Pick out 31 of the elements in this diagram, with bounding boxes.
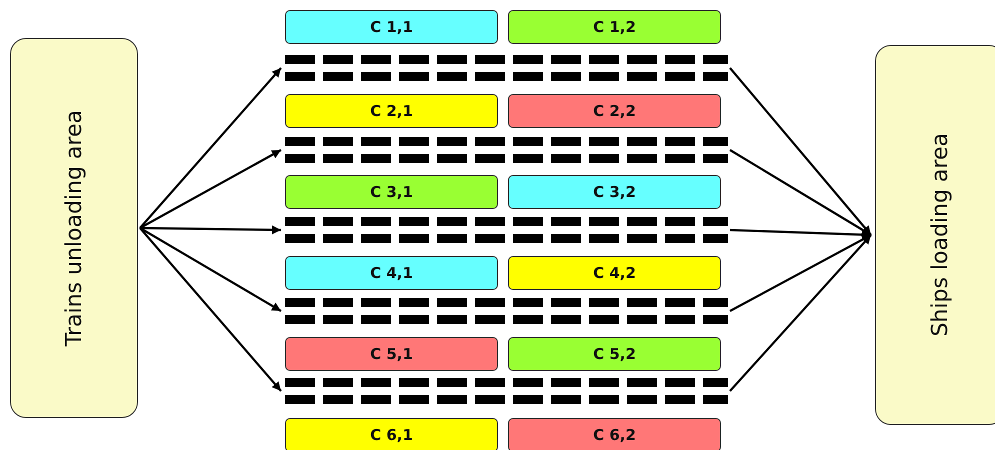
arrow xyxy=(729,149,872,236)
storage-block: C 5,2 xyxy=(508,337,721,371)
arrow xyxy=(729,234,872,392)
arrow xyxy=(139,149,282,229)
arrow xyxy=(729,234,872,312)
area-label: Ships loading area xyxy=(928,133,952,337)
arrow xyxy=(140,225,282,234)
storage-block: C 2,2 xyxy=(508,94,721,128)
dashed-lane xyxy=(285,137,728,163)
storage-block: C 6,2 xyxy=(508,418,721,450)
storage-block: C 1,1 xyxy=(285,10,498,44)
arrow xyxy=(139,67,282,229)
dashed-lane xyxy=(285,55,728,81)
storage-block: C 3,1 xyxy=(285,175,498,209)
area-box xyxy=(10,38,138,418)
dashed-lane xyxy=(285,298,728,324)
storage-block: C 6,1 xyxy=(285,418,498,450)
arrow xyxy=(139,227,282,312)
area-box xyxy=(875,45,995,425)
arrow xyxy=(139,227,282,392)
storage-block: C 5,1 xyxy=(285,337,498,371)
storage-block: C 2,1 xyxy=(285,94,498,128)
storage-block: C 4,2 xyxy=(508,256,721,290)
storage-block: C 3,2 xyxy=(508,175,721,209)
arrow xyxy=(730,228,872,240)
arrow xyxy=(729,67,872,236)
storage-block: C 4,1 xyxy=(285,256,498,290)
dashed-lane xyxy=(285,378,728,404)
storage-block: C 1,2 xyxy=(508,10,721,44)
area-label: Trains unloading area xyxy=(62,110,86,346)
dashed-lane xyxy=(285,217,728,243)
